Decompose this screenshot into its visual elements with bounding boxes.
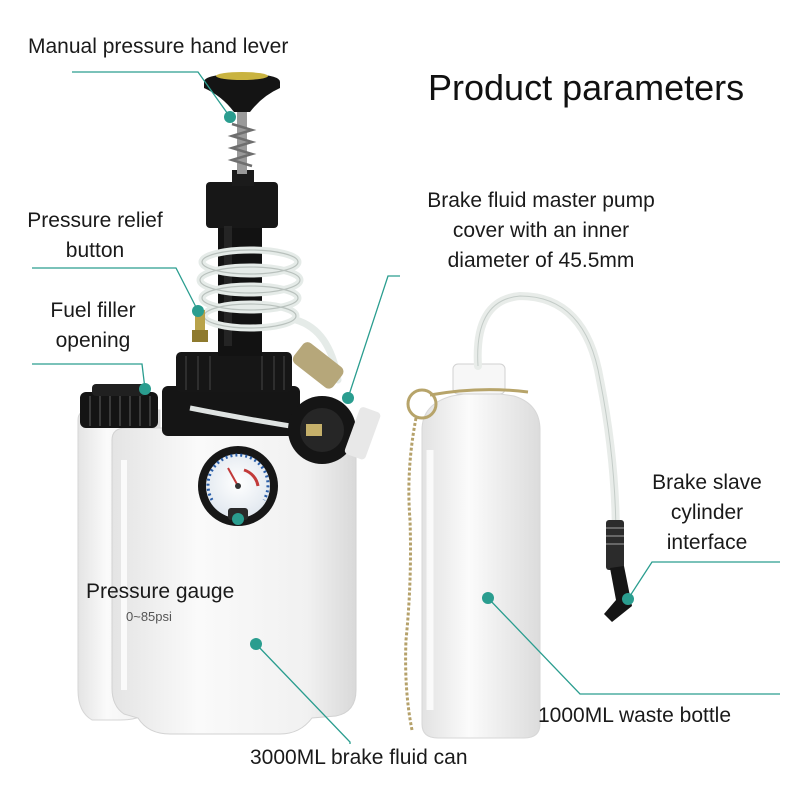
page-title: Product parameters	[428, 67, 745, 108]
bleed-hose	[473, 291, 632, 622]
label-master-pump-cover-line3: diameter of 45.5mm	[447, 249, 635, 272]
label-slave-interface-line2: cylinder	[670, 501, 744, 524]
key-ring	[406, 388, 529, 420]
label-pressure-gauge: Pressure gauge	[86, 580, 235, 603]
callout-lines	[32, 71, 780, 744]
master-pump-cover	[189, 342, 381, 464]
label-fuel-filler-line1: Fuel filler	[50, 299, 136, 322]
label-pressure-relief-line2: button	[65, 239, 125, 262]
label-fuel-filler: Fuel filler opening	[26, 296, 160, 356]
pressure-gauge-dial	[198, 446, 278, 526]
hand-lever-knob	[204, 72, 280, 112]
pressure-relief-valve	[192, 310, 208, 342]
label-slave-interface: Brake slave cylinder interface	[636, 468, 778, 558]
label-master-pump-cover-line1: Brake fluid master pump	[427, 189, 655, 212]
label-fuel-filler-line2: opening	[55, 329, 131, 352]
label-hand-lever: Manual pressure hand lever	[28, 35, 289, 58]
brake-fluid-can	[77, 409, 357, 735]
label-pressure-relief-line1: Pressure relief	[27, 209, 163, 232]
label-master-pump-cover-line2: cover with an inner	[452, 219, 630, 242]
label-master-pump-cover: Brake fluid master pump cover with an in…	[398, 186, 684, 276]
callout-dots	[139, 111, 634, 650]
plunger-spring	[227, 112, 257, 174]
label-waste-bottle: 1000ML waste bottle	[538, 704, 732, 727]
label-slave-interface-line3: interface	[666, 531, 748, 554]
label-brake-fluid-can: 3000ML brake fluid can	[250, 746, 468, 769]
label-pressure-relief: Pressure relief button	[14, 206, 176, 266]
label-gauge-range: 0~85psi	[126, 609, 172, 624]
waste-bottle	[421, 363, 541, 739]
label-slave-interface-line1: Brake slave	[652, 471, 762, 494]
fuel-filler-cap	[80, 384, 158, 428]
chain	[404, 417, 418, 731]
